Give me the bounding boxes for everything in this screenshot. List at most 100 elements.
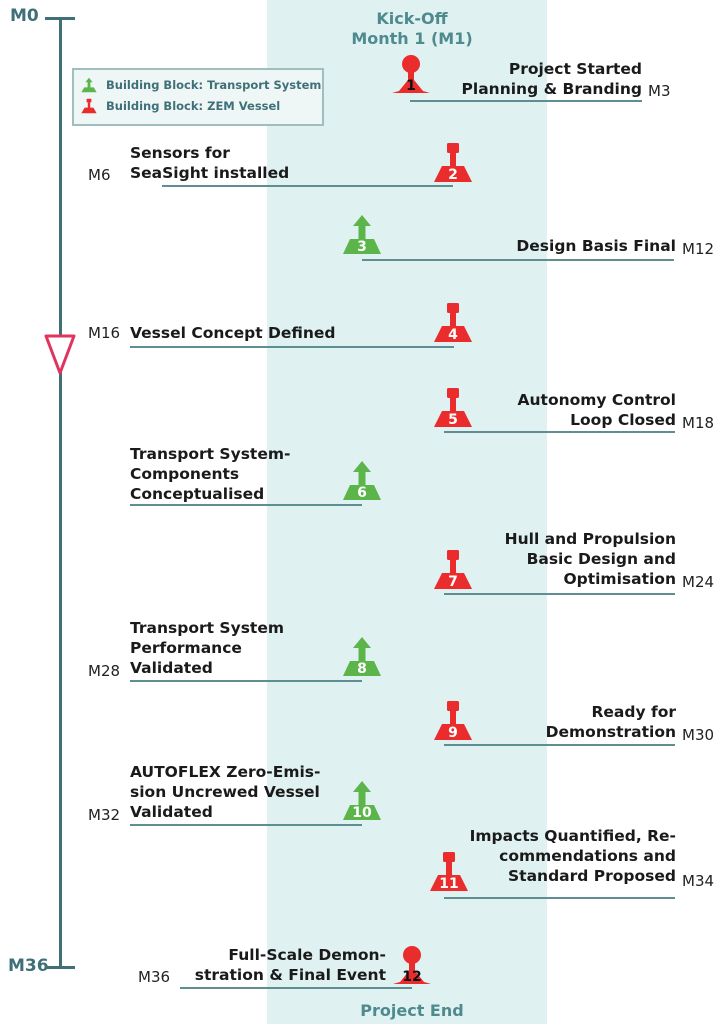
milestone-6-underline — [130, 504, 362, 506]
milestone-9-title-line: Ready for — [591, 703, 676, 721]
timeline-end-label: M36 — [8, 956, 49, 976]
milestone-6-marker: 6 — [340, 460, 384, 502]
milestone-1-title: Project Started Planning & Branding — [462, 59, 642, 99]
kickoff-line-1: Kick-Off — [376, 9, 448, 28]
milestone-7-title-line: Basic Design and — [526, 550, 676, 568]
milestone-9-month: M30 — [682, 726, 715, 744]
milestone-8-month: M28 — [88, 662, 121, 680]
milestone-8-number: 8 — [357, 661, 367, 677]
kickoff-buoy-icon — [392, 55, 430, 93]
milestone-11-marker: 11 — [427, 851, 471, 893]
milestone-11-title: Impacts Quantified, Re- commendations an… — [470, 826, 676, 886]
milestone-1-underline — [410, 100, 642, 102]
milestone-4-title-line: Vessel Concept Defined — [130, 324, 336, 342]
green-buoy-icon — [343, 637, 381, 676]
milestone-8-title-line: Validated — [130, 659, 213, 677]
legend-label-transport: Building Block: Transport System — [106, 78, 322, 92]
milestone-2-underline — [162, 185, 453, 187]
milestone-12-title-line: stration & Final Event — [194, 966, 386, 984]
milestone-12-month: M36 — [138, 968, 171, 986]
milestone-10-title-line: Validated — [130, 803, 213, 821]
milestone-8-title: Transport System Performance Validated — [130, 618, 284, 678]
milestone-2-title-line: SeaSight installed — [130, 164, 290, 182]
milestone-3-title: Design Basis Final — [516, 236, 676, 256]
milestone-5-underline — [444, 431, 675, 433]
timeline-axis — [59, 18, 62, 968]
milestone-6-title: Transport System- Components Conceptuali… — [130, 444, 290, 504]
milestone-3-number: 3 — [357, 239, 367, 255]
milestone-3-underline — [362, 259, 674, 261]
green-buoy-icon — [343, 215, 381, 254]
milestone-10-marker: 10 — [340, 780, 384, 822]
milestone-2-title: Sensors for SeaSight installed — [130, 143, 289, 183]
milestone-4-marker: 4 — [431, 302, 475, 344]
milestone-1-number: 1 — [406, 78, 416, 94]
milestone-3-month: M12 — [682, 240, 715, 258]
red-buoy-icon — [434, 388, 472, 427]
milestone-9-title: Ready for Demonstration — [546, 702, 676, 742]
milestone-7-month: M24 — [682, 573, 715, 591]
milestone-7-underline — [444, 593, 675, 595]
milestone-4-month: M16 — [88, 324, 121, 342]
milestone-10-title-line: AUTOFLEX Zero-Emis- — [130, 763, 321, 781]
kickoff-label: Kick-Off Month 1 (M1) — [347, 9, 477, 49]
milestone-3-marker: 3 — [340, 214, 384, 256]
milestone-10-underline — [130, 824, 362, 826]
milestone-5-marker: 5 — [431, 387, 475, 429]
milestone-3-title-line: Design Basis Final — [516, 237, 676, 255]
milestone-5-month: M18 — [682, 414, 715, 432]
red-buoy-icon — [434, 143, 472, 182]
milestone-11-number: 11 — [439, 876, 459, 892]
milestone-2-marker: 2 — [431, 142, 475, 184]
milestone-7-marker: 7 — [431, 549, 475, 591]
milestone-8-marker: 8 — [340, 636, 384, 678]
milestone-7-title-line: Optimisation — [563, 570, 676, 588]
milestone-9-underline — [444, 744, 675, 746]
milestone-5-number: 5 — [448, 412, 458, 428]
milestone-12-underline — [180, 987, 412, 989]
milestone-5-title: Autonomy Control Loop Closed — [518, 390, 677, 430]
project-phase-band — [267, 0, 547, 1024]
milestone-10-number: 10 — [352, 805, 372, 821]
legend: Building Block: Transport System Buildin… — [72, 68, 324, 126]
green-buoy-icon — [81, 77, 97, 93]
red-buoy-icon — [81, 98, 97, 114]
milestone-2-number: 2 — [448, 167, 458, 183]
legend-item-vessel: Building Block: ZEM Vessel — [80, 98, 280, 114]
milestone-6-title-line: Components — [130, 465, 240, 483]
kickoff-line-2: Month 1 (M1) — [351, 29, 473, 48]
legend-label-vessel: Building Block: ZEM Vessel — [106, 99, 281, 113]
timeline-end-tick — [45, 966, 75, 969]
legend-item-transport: Building Block: Transport System — [80, 77, 321, 93]
milestone-11-underline — [444, 897, 675, 899]
timeline-start-label: M0 — [10, 6, 39, 26]
milestone-11-month: M34 — [682, 872, 715, 890]
project-end-label: Project End — [360, 1001, 464, 1020]
milestone-8-title-line: Transport System — [130, 619, 284, 637]
final-buoy-icon — [393, 946, 431, 984]
milestone-10-title-line: sion Uncrewed Vessel — [130, 783, 320, 801]
milestone-10-title: AUTOFLEX Zero-Emis- sion Uncrewed Vessel… — [130, 762, 320, 822]
milestone-6-title-line: Conceptualised — [130, 485, 265, 503]
timeline-start-tick — [45, 17, 75, 20]
milestone-4-underline — [130, 346, 454, 348]
red-buoy-icon — [430, 852, 468, 891]
milestone-12-title: Full-Scale Demon- stration & Final Event — [195, 945, 386, 985]
milestone-1-month: M3 — [648, 82, 671, 100]
milestone-1-title-line: Planning & Branding — [461, 80, 642, 98]
milestone-9-marker: 9 — [431, 700, 475, 742]
red-buoy-icon — [434, 701, 472, 740]
milestone-9-title-line: Demonstration — [545, 723, 676, 741]
milestone-2-title-line: Sensors for — [130, 144, 230, 162]
milestone-4-number: 4 — [448, 327, 458, 343]
milestone-1-title-line: Project Started — [508, 60, 642, 78]
milestone-8-underline — [130, 680, 362, 682]
milestone-10-month: M32 — [88, 806, 121, 824]
milestone-7-number: 7 — [448, 574, 458, 590]
milestone-6-number: 6 — [357, 485, 367, 501]
green-buoy-icon — [343, 461, 381, 500]
red-buoy-icon — [434, 550, 472, 589]
milestone-1-marker: 1 — [389, 53, 433, 95]
green-buoy-icon — [343, 781, 381, 820]
